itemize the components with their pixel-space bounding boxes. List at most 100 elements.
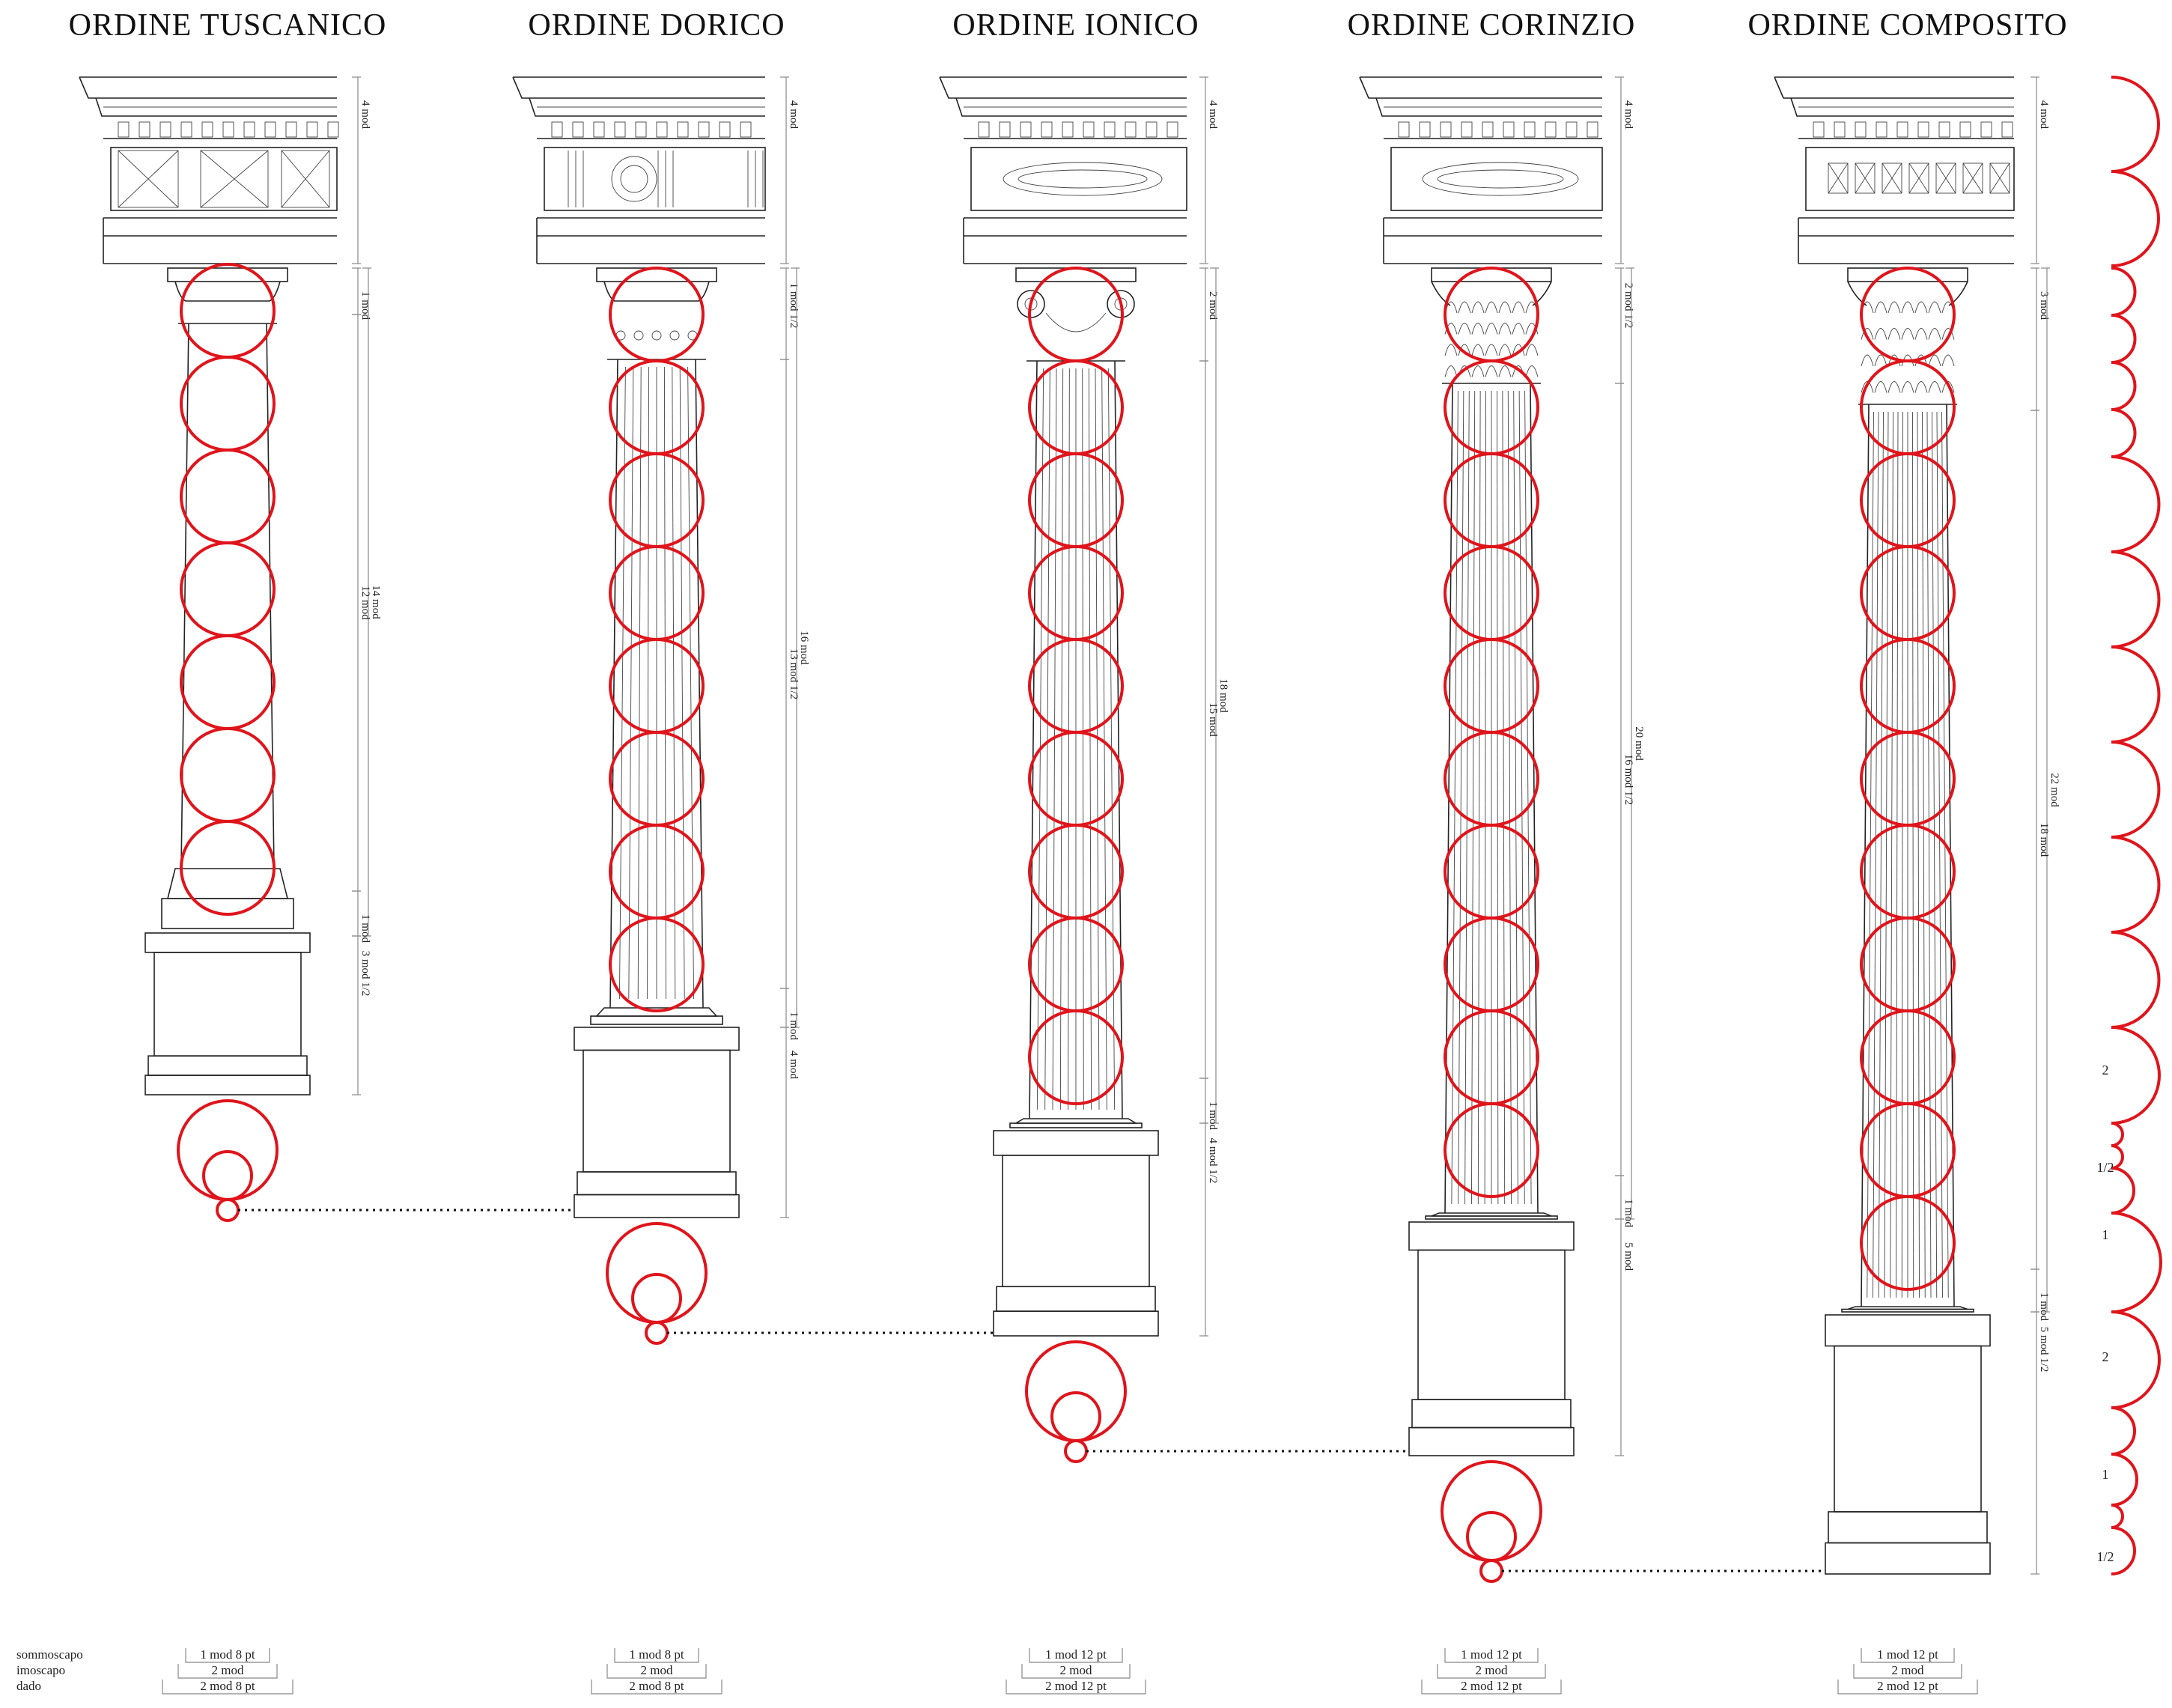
dimension-label: 5 mod (1622, 1242, 1634, 1271)
flute (672, 366, 676, 1000)
dentil (1419, 121, 1431, 138)
dimension-label: 4 mod (788, 1051, 800, 1079)
flute (1059, 368, 1064, 1110)
module-arc (2111, 741, 2161, 839)
measure-bracket (1861, 1648, 1955, 1663)
pedestal-base-mould (577, 1171, 737, 1196)
flute (618, 366, 626, 1000)
fraction-label: 1/2 (2096, 1549, 2114, 1564)
echinus (1045, 312, 1107, 332)
pedestal-plinth (993, 1310, 1159, 1337)
flute (1088, 368, 1092, 1110)
cornice-top (1359, 76, 1602, 99)
cornice-top (1774, 76, 2014, 99)
dentil (1166, 121, 1178, 138)
cornice-soffit (95, 97, 337, 117)
frieze-cross (1962, 162, 1983, 194)
acanthus-leaf (1525, 344, 1539, 356)
dentil (159, 121, 171, 138)
legend-dado: dado (16, 1679, 41, 1693)
dentil (1020, 121, 1032, 138)
pedestal-base-mould (1828, 1511, 1988, 1544)
module-arc (2111, 170, 2160, 267)
acanthus-leaf (1914, 328, 1928, 340)
module-circle (180, 356, 276, 452)
shaft (1861, 404, 1955, 1307)
frieze-panel (281, 150, 330, 208)
measure-label: 2 mod 8 pt (629, 1679, 684, 1693)
fraction-label: 1 (2102, 1227, 2109, 1242)
flute (1068, 368, 1070, 1110)
cornice-soffit (1375, 97, 1602, 117)
entablature (939, 76, 1187, 264)
pedestal (1825, 1314, 1991, 1575)
pedestal-base-mould (1411, 1399, 1572, 1429)
acanthus-leaf (1887, 328, 1901, 340)
acanthus-leaf (1861, 354, 1874, 367)
module-arc (2111, 1167, 2135, 1215)
flute (1884, 411, 1889, 1298)
acanthus-leaf (1928, 381, 1941, 393)
measure-label: 1 mod 12 pt (1461, 1647, 1522, 1662)
architrave (103, 217, 337, 264)
module-arc (2111, 931, 2161, 1029)
acanthus-leaf (1914, 381, 1928, 393)
module-circle (180, 634, 276, 730)
dentil (327, 121, 339, 138)
module-arc (2111, 1122, 2124, 1147)
dimension-label: 16 mod (798, 630, 810, 665)
measure-label: 2 mod 12 pt (1045, 1679, 1107, 1693)
frieze-garland (1422, 162, 1579, 196)
module-arc (2111, 361, 2137, 411)
flute (679, 366, 685, 1000)
necking-rosette (633, 330, 644, 341)
frieze-cross (1882, 162, 1902, 194)
pedestal-plinth (145, 1075, 311, 1095)
capital (596, 267, 717, 360)
dentil (1959, 121, 1971, 138)
necking-rosette (669, 330, 680, 341)
frieze-cross (281, 150, 330, 208)
entablature (1359, 76, 1603, 264)
frieze-panel (1962, 162, 1983, 194)
flute (1082, 368, 1084, 1110)
frieze (110, 147, 338, 211)
flute (628, 366, 634, 1000)
acanthus-leaf (1901, 354, 1914, 367)
cornice-soffit (529, 97, 765, 117)
measure-bracket (1421, 1680, 1562, 1695)
dimension-label: 2 mod 1/2 (1622, 283, 1634, 329)
flute (1932, 411, 1938, 1298)
acanthus-leaf (1498, 344, 1512, 356)
ratio-circle-medium (1466, 1511, 1517, 1562)
pedestal-plinth (574, 1194, 740, 1218)
abacus (1847, 267, 1968, 282)
dimension-label: 4 mod (2038, 100, 2050, 129)
acanthus-leaf (1485, 365, 1498, 377)
measure-bracket (1853, 1664, 1962, 1679)
dentil (1813, 121, 1825, 138)
acanthus-leaf (1861, 381, 1874, 393)
ratio-circle-small (1479, 1559, 1503, 1583)
architrave (963, 217, 1187, 264)
pedestal (574, 1027, 740, 1218)
pedestal-base-mould (147, 1055, 308, 1076)
measure-bracket (162, 1680, 293, 1695)
frieze (1805, 147, 2015, 211)
module-circle (180, 820, 276, 916)
pedestal-dado (1417, 1249, 1566, 1400)
acanthus-leaf (1471, 323, 1485, 335)
module-arc (2111, 408, 2137, 458)
acanthus-leaf (1887, 381, 1901, 393)
measure-label: 1 mod 8 pt (629, 1647, 684, 1662)
order-title: ORDINE IONICO (952, 8, 1199, 43)
cornice-top (512, 76, 765, 99)
measure-label: 1 mod 12 pt (1045, 1647, 1107, 1662)
flute (647, 366, 650, 1000)
